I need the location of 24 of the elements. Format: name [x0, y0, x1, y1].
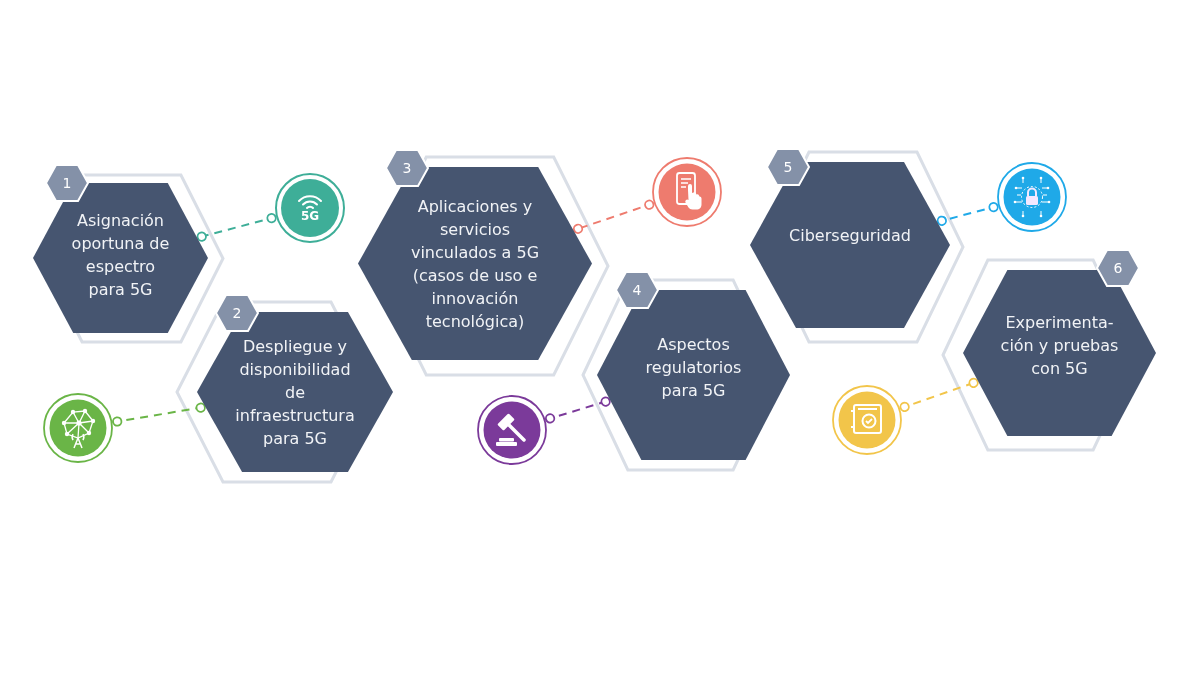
step-title: Experimenta- ción y pruebas con 5G — [999, 311, 1120, 380]
dashed-connector — [544, 396, 612, 424]
number-hexagon: 6 — [1096, 249, 1140, 287]
number-hexagon: 4 — [615, 271, 659, 309]
step-title: Aspectos regulatorios para 5G — [644, 333, 743, 402]
dashed-connector — [899, 377, 980, 412]
number-hexagon: 1 — [45, 164, 89, 202]
icon-label: 5G — [300, 210, 320, 223]
step-title: Asignación oportuna de espectro para 5G — [70, 210, 171, 301]
dashed-connector — [196, 213, 278, 242]
number-hexagon: 5 — [766, 148, 810, 186]
padlock-icon — [997, 162, 1067, 232]
smartphone-icon — [652, 157, 722, 227]
safe-icon — [832, 385, 902, 455]
step-title: Aplicaciones y servicios vinculados a 5G (casos de uso e innovación tecnológica) — [409, 195, 541, 333]
dashed-connector — [572, 199, 655, 234]
step-title: Ciberseguridad — [788, 224, 912, 247]
number-hexagon: 2 — [215, 294, 259, 332]
network-icon — [43, 393, 113, 463]
dashed-connector — [936, 202, 1000, 226]
gavel-icon — [477, 395, 547, 465]
dashed-connector — [111, 402, 207, 427]
number-hexagon: 3 — [385, 149, 429, 187]
step-title: Despliegue y disponibilidad de infraestructura para 5G — [234, 335, 356, 450]
